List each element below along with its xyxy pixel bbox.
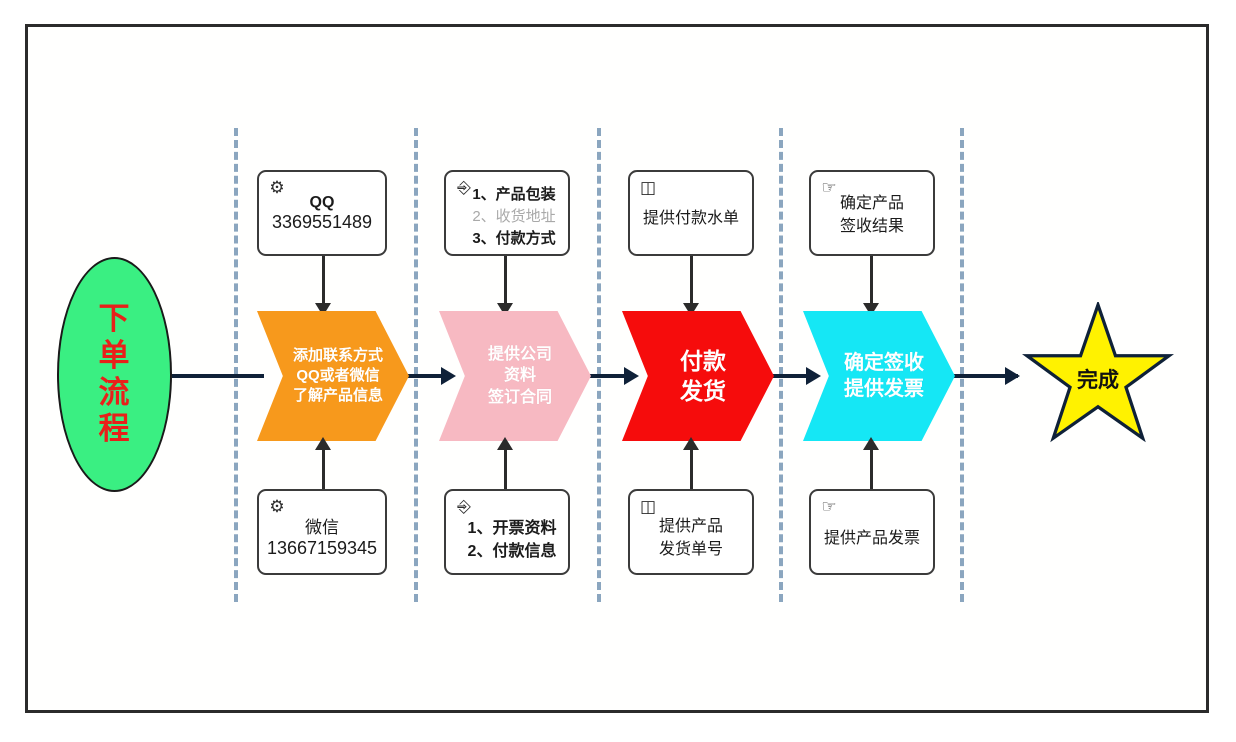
note-line: 提供付款水单 — [642, 210, 739, 227]
note-line: QQ — [309, 194, 335, 211]
note-stage3-bottom-body: 提供产品 发货单号 — [630, 515, 752, 561]
connector-note4bottom-to-stage4 — [870, 441, 873, 491]
connector-stage2-to-stage3-arrowhead — [624, 367, 639, 385]
connector-stage3-to-stage4-arrowhead — [806, 367, 821, 385]
note-line: 1、产品包装 — [472, 186, 556, 203]
note-stage1-top[interactable]: ⚙ QQ 3369551489 — [257, 170, 387, 256]
note-stage4-bottom[interactable]: ☞ 提供产品发票 — [809, 489, 935, 575]
stage-2-label: 提供公司 资料 签订合同 — [487, 346, 552, 406]
note-line: 1、开票资料 — [467, 520, 557, 537]
note-stage3-top-body: 提供付款水单 — [630, 204, 752, 228]
swimlane-divider-1 — [234, 128, 238, 602]
person-box-icon: ⎆ — [457, 497, 471, 516]
note-stage4-top[interactable]: ☞ 确定产品 签收结果 — [809, 170, 935, 256]
swimlane-divider-3 — [597, 128, 601, 602]
connector-note1bottom-arrowhead — [315, 437, 331, 450]
connector-note2top-to-stage2 — [504, 256, 507, 311]
note-line: 确定产品 — [839, 195, 904, 212]
note-stage4-bottom-body: 提供产品发票 — [811, 524, 933, 548]
note-stage3-top[interactable]: ◫ 提供付款水单 — [628, 170, 754, 256]
note-stage2-top-body: 1、产品包装 2、收货地址 3、付款方式 — [446, 184, 568, 249]
note-stage2-bottom-body: 1、开票资料 2、付款信息 — [446, 517, 568, 563]
connector-stage2-to-stage3 — [578, 374, 630, 378]
note-stage1-top-body: QQ 3369551489 — [259, 194, 385, 233]
note-line: 提供产品发票 — [823, 530, 920, 547]
note-line: 3、付款方式 — [472, 229, 556, 247]
swimlane-divider-2 — [414, 128, 418, 602]
connector-stage1-to-stage2-arrowhead — [441, 367, 456, 385]
connector-note3bottom-arrowhead — [683, 437, 699, 450]
connector-start-to-stage1 — [172, 374, 264, 378]
pointing-hand-icon: ☞ — [821, 178, 837, 197]
note-line: 13667159345 — [266, 538, 378, 558]
start-node[interactable]: 下单流程 — [57, 257, 172, 492]
note-line: 微信 — [305, 518, 339, 537]
start-node-label: 下单流程 — [98, 301, 131, 447]
star-shape — [1022, 302, 1174, 443]
note-line: 3369551489 — [271, 212, 373, 232]
stage-3-label: 付款 发货 — [680, 347, 726, 404]
note-stage4-top-body: 确定产品 签收结果 — [811, 192, 933, 238]
connector-note1bottom-to-stage1 — [322, 441, 325, 491]
connector-note3top-to-stage3 — [690, 256, 693, 311]
end-node[interactable]: 完成 — [1022, 302, 1174, 450]
connector-stage1-to-stage2 — [395, 374, 447, 378]
connector-note4top-to-stage4 — [870, 256, 873, 311]
stage-4-label: 确定签收 提供发票 — [844, 351, 924, 400]
note-stage3-bottom[interactable]: ◫ 提供产品 发货单号 — [628, 489, 754, 575]
person-box-icon: ⎆ — [457, 178, 471, 197]
connector-note4bottom-arrowhead — [863, 437, 879, 450]
connector-note1top-to-stage1 — [322, 256, 325, 311]
connector-stage4-to-end-arrowhead — [1005, 367, 1020, 385]
gear-icon: ⚙ — [269, 497, 285, 516]
swimlane-divider-5 — [960, 128, 964, 602]
note-stage1-bottom[interactable]: ⚙ 微信 13667159345 — [257, 489, 387, 575]
note-line: 发货单号 — [658, 541, 723, 559]
connector-stage4-to-end — [940, 374, 1018, 378]
connector-note3bottom-to-stage3 — [690, 441, 693, 491]
connector-note2bottom-arrowhead — [497, 437, 513, 450]
note-stage2-top[interactable]: ⎆ 1、产品包装 2、收货地址 3、付款方式 — [444, 170, 570, 256]
connector-stage3-to-stage4 — [760, 374, 812, 378]
list-document-icon: ◫ — [639, 178, 657, 197]
pointing-hand-icon: ☞ — [821, 497, 837, 516]
note-line: 提供产品 — [658, 518, 723, 535]
gear-icon: ⚙ — [269, 178, 285, 197]
stage-1-label: 添加联系方式 QQ或者微信 了解产品信息 — [292, 347, 383, 404]
list-document-icon: ◫ — [639, 497, 657, 516]
note-line: 签收结果 — [839, 218, 904, 236]
note-stage2-bottom[interactable]: ⎆ 1、开票资料 2、付款信息 — [444, 489, 570, 575]
note-stage1-bottom-body: 微信 13667159345 — [259, 513, 385, 559]
note-line: 2、付款信息 — [467, 543, 557, 561]
swimlane-divider-4 — [779, 128, 783, 602]
connector-note2bottom-to-stage2 — [504, 441, 507, 491]
note-line: 2、收货地址 — [472, 207, 556, 225]
